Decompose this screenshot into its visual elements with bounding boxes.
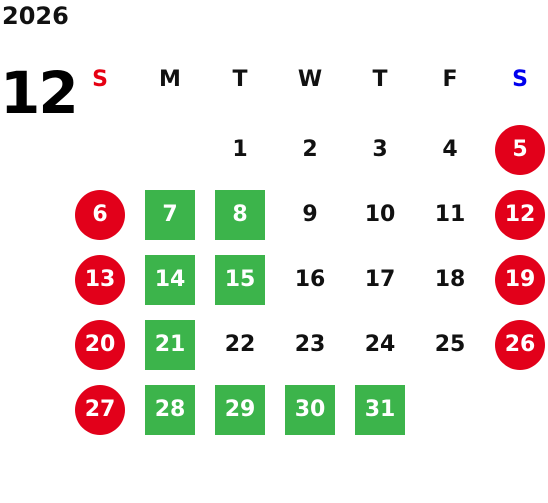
day-cell-highlighted[interactable]: 8 [215, 190, 265, 240]
day-cell[interactable]: 18 [434, 267, 466, 292]
day-cell-highlighted[interactable]: 7 [145, 190, 195, 240]
day-cell[interactable]: 10 [364, 202, 396, 227]
day-cell-holiday[interactable]: 19 [495, 255, 545, 305]
day-cell-holiday[interactable]: 6 [75, 190, 125, 240]
day-cell-holiday[interactable]: 5 [495, 125, 545, 175]
day-cell[interactable]: 22 [224, 332, 256, 357]
day-cell[interactable]: 16 [294, 267, 326, 292]
weekday-label-thursday: T [372, 67, 388, 92]
weekday-label-monday: M [159, 67, 181, 92]
weekday-label-tuesday: T [232, 67, 248, 92]
day-cell-highlighted[interactable]: 31 [355, 385, 405, 435]
day-cell[interactable]: 4 [442, 137, 458, 162]
day-cell[interactable]: 1 [232, 137, 248, 162]
day-cell[interactable]: 25 [434, 332, 466, 357]
day-cell[interactable]: 23 [294, 332, 326, 357]
day-cell-highlighted[interactable]: 15 [215, 255, 265, 305]
day-cell-highlighted[interactable]: 29 [215, 385, 265, 435]
day-cell-highlighted[interactable]: 28 [145, 385, 195, 435]
day-cell[interactable]: 11 [434, 202, 466, 227]
day-cell[interactable]: 9 [302, 202, 318, 227]
day-cell-holiday[interactable]: 13 [75, 255, 125, 305]
day-cell-highlighted[interactable]: 21 [145, 320, 195, 370]
day-cell-holiday[interactable]: 27 [75, 385, 125, 435]
calendar-month: 12 [0, 59, 79, 127]
day-cell[interactable]: 17 [364, 267, 396, 292]
weekday-label-friday: F [442, 67, 458, 92]
day-cell-holiday[interactable]: 20 [75, 320, 125, 370]
day-cell-holiday[interactable]: 26 [495, 320, 545, 370]
weekday-label-wednesday: W [297, 67, 323, 92]
day-cell[interactable]: 2 [302, 137, 318, 162]
weekday-label-sunday: S [92, 67, 108, 92]
day-cell[interactable]: 3 [372, 137, 388, 162]
day-cell-highlighted[interactable]: 30 [285, 385, 335, 435]
weekday-label-saturday: S [512, 67, 528, 92]
day-cell[interactable]: 24 [364, 332, 396, 357]
day-cell-highlighted[interactable]: 14 [145, 255, 195, 305]
day-cell-holiday[interactable]: 12 [495, 190, 545, 240]
calendar-year: 2026 [2, 2, 69, 30]
